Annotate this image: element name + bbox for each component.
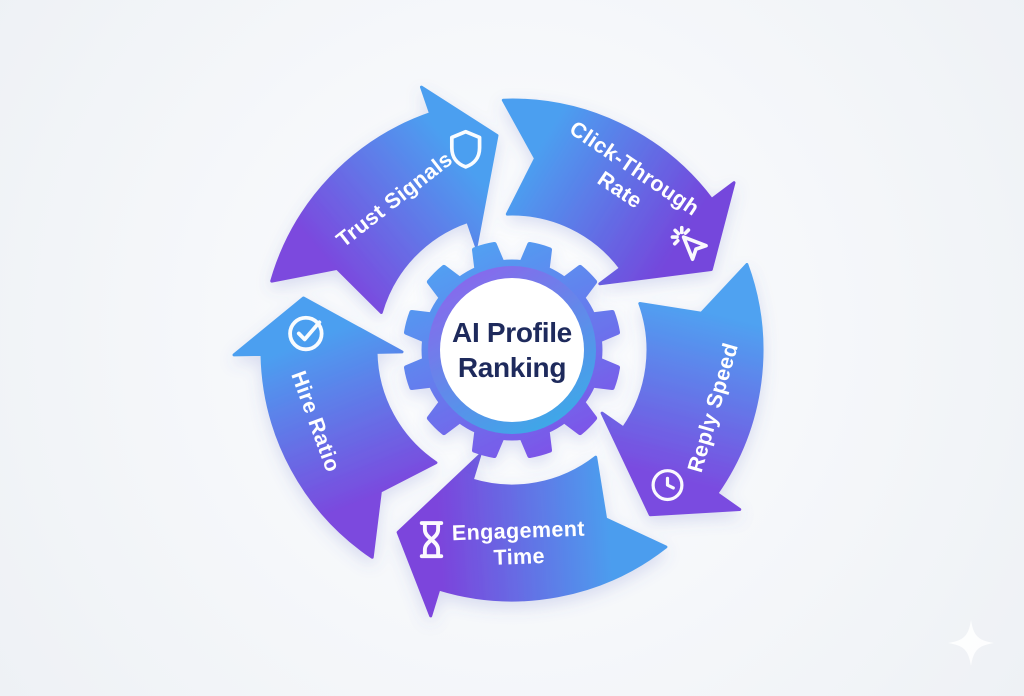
arrow-label-engagement-time: EngagementTime	[451, 517, 586, 572]
clock-icon	[651, 469, 684, 502]
check-circle-icon	[288, 315, 324, 352]
arrow-label-line: Time	[493, 544, 545, 570]
arrow-engagement-time: EngagementTime	[396, 453, 668, 618]
center-title-line1: AI Profile	[452, 316, 572, 348]
arrow-trust-signals: Trust Signals	[270, 85, 499, 314]
arrow-reply-speed: Reply Speed	[600, 263, 764, 517]
gear-center-circle	[440, 278, 584, 422]
sparkle-watermark	[948, 620, 994, 666]
center-title: AI Profile Ranking	[392, 304, 632, 396]
arrow-label-line: Engagement	[451, 517, 585, 546]
center-title-line2: Ranking	[457, 352, 567, 383]
hourglass-icon	[419, 521, 444, 559]
shield-icon	[449, 129, 482, 169]
cursor-click-icon	[670, 225, 708, 262]
arrow-hire-ratio: Hire Ratio	[232, 296, 438, 559]
gear-icon	[404, 242, 620, 458]
